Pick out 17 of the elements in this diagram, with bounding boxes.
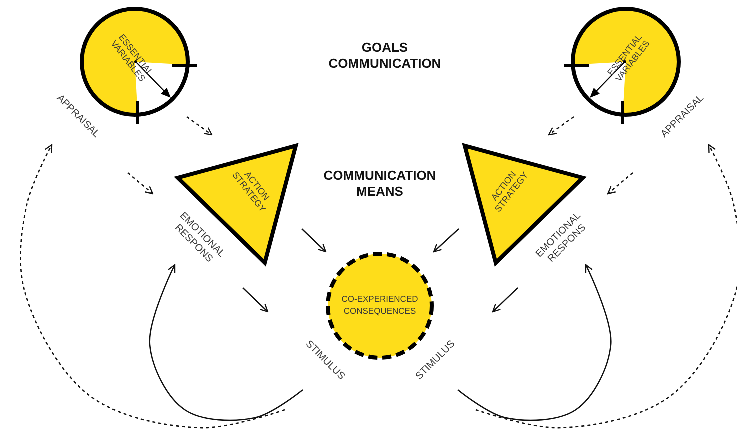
arrow [492, 288, 518, 313]
arrow [149, 264, 304, 422]
arrow [128, 172, 154, 195]
arrow [242, 288, 269, 313]
arrow [302, 228, 327, 253]
section-heading: GOALS COMMUNICATION [328, 40, 442, 72]
triangle-shape [175, 143, 299, 266]
arrow [186, 116, 213, 136]
arrow [433, 228, 460, 253]
arrow [476, 144, 737, 429]
arrow [548, 116, 574, 136]
triangle-shape [462, 143, 586, 266]
arrow [458, 264, 612, 422]
arrow [20, 144, 286, 429]
node-label: CO-EXPERIENCED CONSEQUENCES [340, 293, 420, 318]
arrow [607, 172, 634, 195]
section-heading: COMMUNICATION MEANS [322, 168, 438, 200]
